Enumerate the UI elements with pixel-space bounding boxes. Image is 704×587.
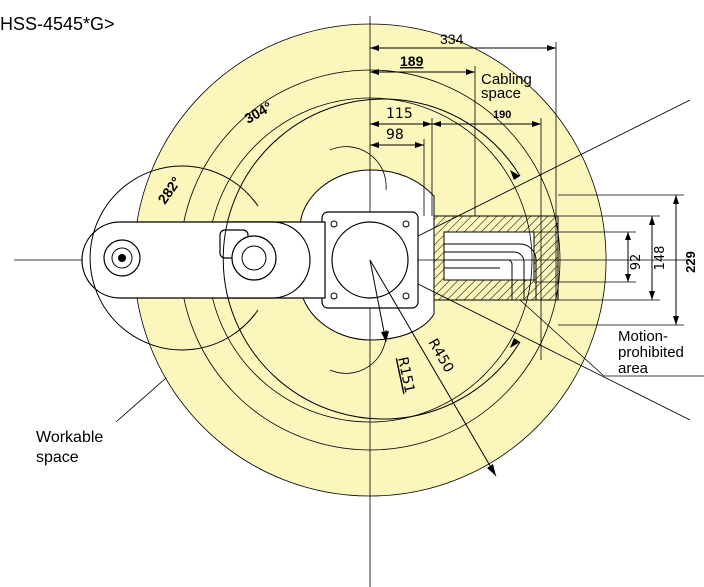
spline-shaft-core xyxy=(118,254,126,262)
dim-229-arrow-bottom xyxy=(673,316,679,325)
dim-189-label: 189 xyxy=(400,53,424,69)
dim-190-arrow-left xyxy=(432,121,441,127)
dim-98-arrow-left xyxy=(370,142,379,148)
dim-229-label: 229 xyxy=(683,251,698,273)
radius-r151-line xyxy=(369,259,387,343)
motion-prohibited-leader xyxy=(519,299,605,377)
radius-r151-label: R151 xyxy=(394,356,417,395)
base-bolt-tr xyxy=(402,220,410,228)
dim-190-arrow-right xyxy=(532,121,541,127)
workable-label-line2: space xyxy=(36,449,79,466)
base-bolt-br xyxy=(402,292,410,300)
radius-r151-arrow xyxy=(381,331,389,342)
base-bolt-bl xyxy=(330,292,338,300)
motion-label-line2: prohibited xyxy=(618,344,684,361)
base-bolt-tl xyxy=(330,220,338,228)
joint2-arc-upper xyxy=(329,146,387,191)
dim-115-arrow-left xyxy=(370,121,379,127)
radial-guide-upper xyxy=(369,99,691,261)
dim-98-label: 98 xyxy=(386,127,404,143)
dim-148-arrow-bottom xyxy=(649,291,655,300)
radius-r450-arrow xyxy=(487,464,496,476)
dim-98-arrow-right xyxy=(415,142,424,148)
angle-304-arrow-top xyxy=(510,170,520,180)
angle-304-arc xyxy=(222,98,521,420)
cabling-label-line2: space xyxy=(481,85,521,102)
motion-label-line1: Motion- xyxy=(618,328,668,345)
motion-label-line3: area xyxy=(618,360,649,377)
cabling-label-line1: Cabling xyxy=(481,71,532,88)
dim-189-arrow-right xyxy=(466,69,475,75)
radial-guide-lower xyxy=(369,259,691,421)
dim-334-arrow-right xyxy=(547,45,556,51)
dim-189-arrow-left xyxy=(370,69,379,75)
cabling-box xyxy=(443,231,535,281)
dim-148-arrow-top xyxy=(649,216,655,225)
dim-190-label: 190 xyxy=(493,109,511,121)
dim-229-arrow-top xyxy=(673,195,679,204)
angle-282-arc xyxy=(89,165,259,351)
dim-334-label: 334 xyxy=(440,31,464,47)
dim-148-label: 148 xyxy=(653,246,668,271)
dim-115-label: 115 xyxy=(386,106,413,122)
dim-115-arrow-right xyxy=(423,121,432,127)
dim-334-arrow-left xyxy=(370,45,379,51)
diagram-title: HSS-4545*G> xyxy=(0,14,115,34)
dim-92-arrow-bottom xyxy=(625,274,631,282)
workable-label-line1: Workable xyxy=(36,429,103,446)
radius-r450-line xyxy=(369,259,497,477)
workable-space-leader xyxy=(115,377,167,423)
joint2-inner xyxy=(241,245,267,271)
dim-92-arrow-top xyxy=(625,232,631,240)
dim-92-label: 92 xyxy=(629,254,644,271)
angle-304-arrow-bottom xyxy=(510,338,520,348)
